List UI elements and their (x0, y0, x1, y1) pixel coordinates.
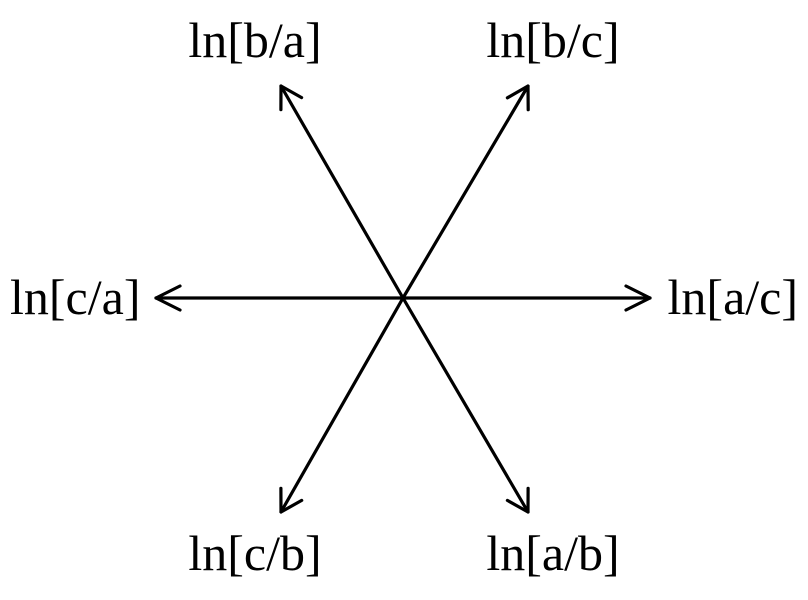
arrow-a-over-b (401, 296, 530, 514)
label-a-over-c: ln[a/c] (668, 269, 798, 325)
label-b-over-a: ln[b/a] (188, 12, 321, 68)
arrow-c-over-b (279, 296, 405, 514)
arrow-a-over-c (401, 284, 652, 312)
label-c-over-b: ln[c/b] (188, 525, 321, 581)
label-a-over-b: ln[a/b] (486, 525, 619, 581)
arrow-b-over-a (279, 84, 405, 300)
arrow-c-over-a (154, 284, 405, 312)
label-b-over-c: ln[b/c] (486, 12, 619, 68)
arrow-b-over-c (401, 84, 530, 300)
label-c-over-a: ln[c/a] (10, 269, 140, 325)
